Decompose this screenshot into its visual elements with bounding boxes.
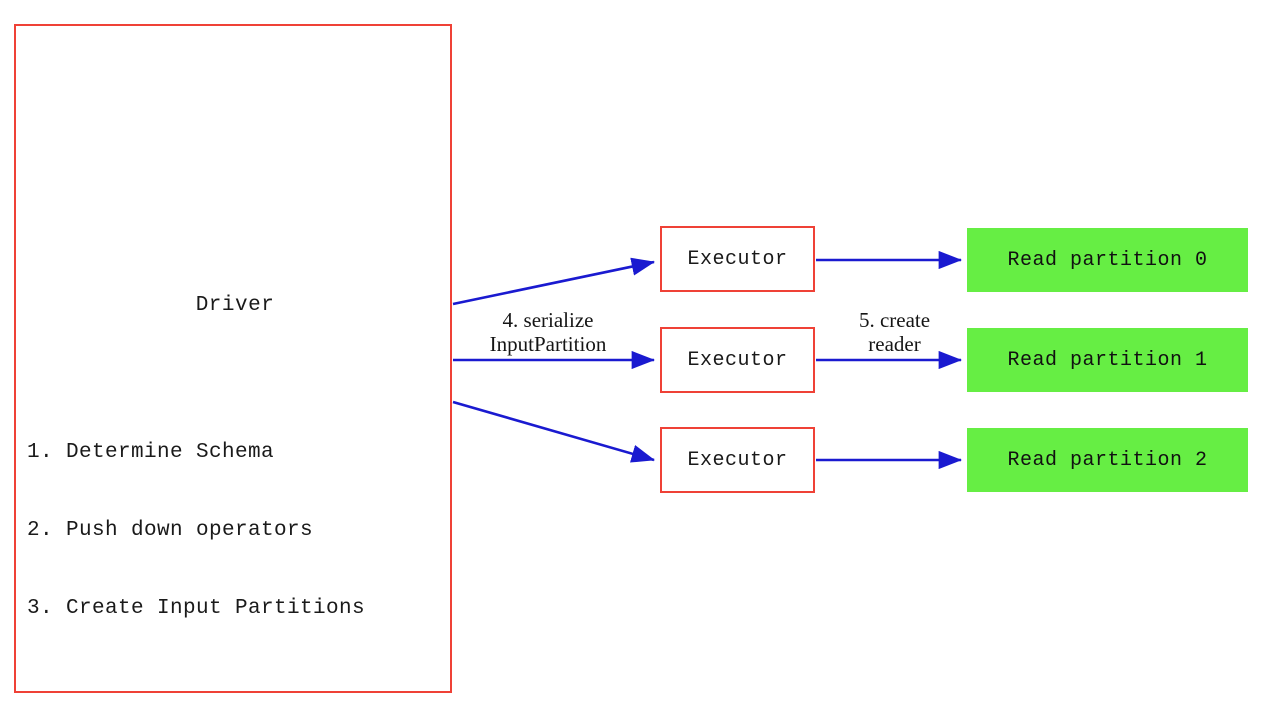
driver-title: Driver [195, 294, 275, 317]
edge-label-serialize-line-2: InputPartition [489, 332, 607, 356]
driver-box: Driver 1. Determine Schema 2. Push down … [14, 24, 452, 693]
executor-box-2: Executor [660, 327, 815, 393]
driver-step-1: 1. Determine Schema [27, 441, 275, 464]
edge-label-serialize-line-1: 4. serialize [502, 308, 594, 332]
edge-label-create-reader-line-1: 5. create [858, 308, 931, 332]
partition-box-0: Read partition 0 [967, 228, 1248, 292]
edge-label-create-reader: 5. create reader [822, 308, 967, 356]
executor-box-3: Executor [660, 427, 815, 493]
partition-box-2: Read partition 2 [967, 428, 1248, 492]
arrow-driver-to-executor-1 [452, 257, 656, 306]
partition-box-1: Read partition 1 [967, 328, 1248, 392]
edge-label-create-reader-line-2: reader [868, 332, 921, 356]
arrow-driver-to-executor-3 [452, 400, 655, 463]
driver-step-2: 2. Push down operators [27, 519, 314, 542]
driver-step-3: 3. Create Input Partitions [27, 597, 366, 620]
edge-label-serialize: 4. serialize InputPartition [455, 308, 641, 356]
executor-box-1: Executor [660, 226, 815, 292]
driver-steps-list: 1. Determine Schema 2. Push down operato… [27, 388, 447, 674]
